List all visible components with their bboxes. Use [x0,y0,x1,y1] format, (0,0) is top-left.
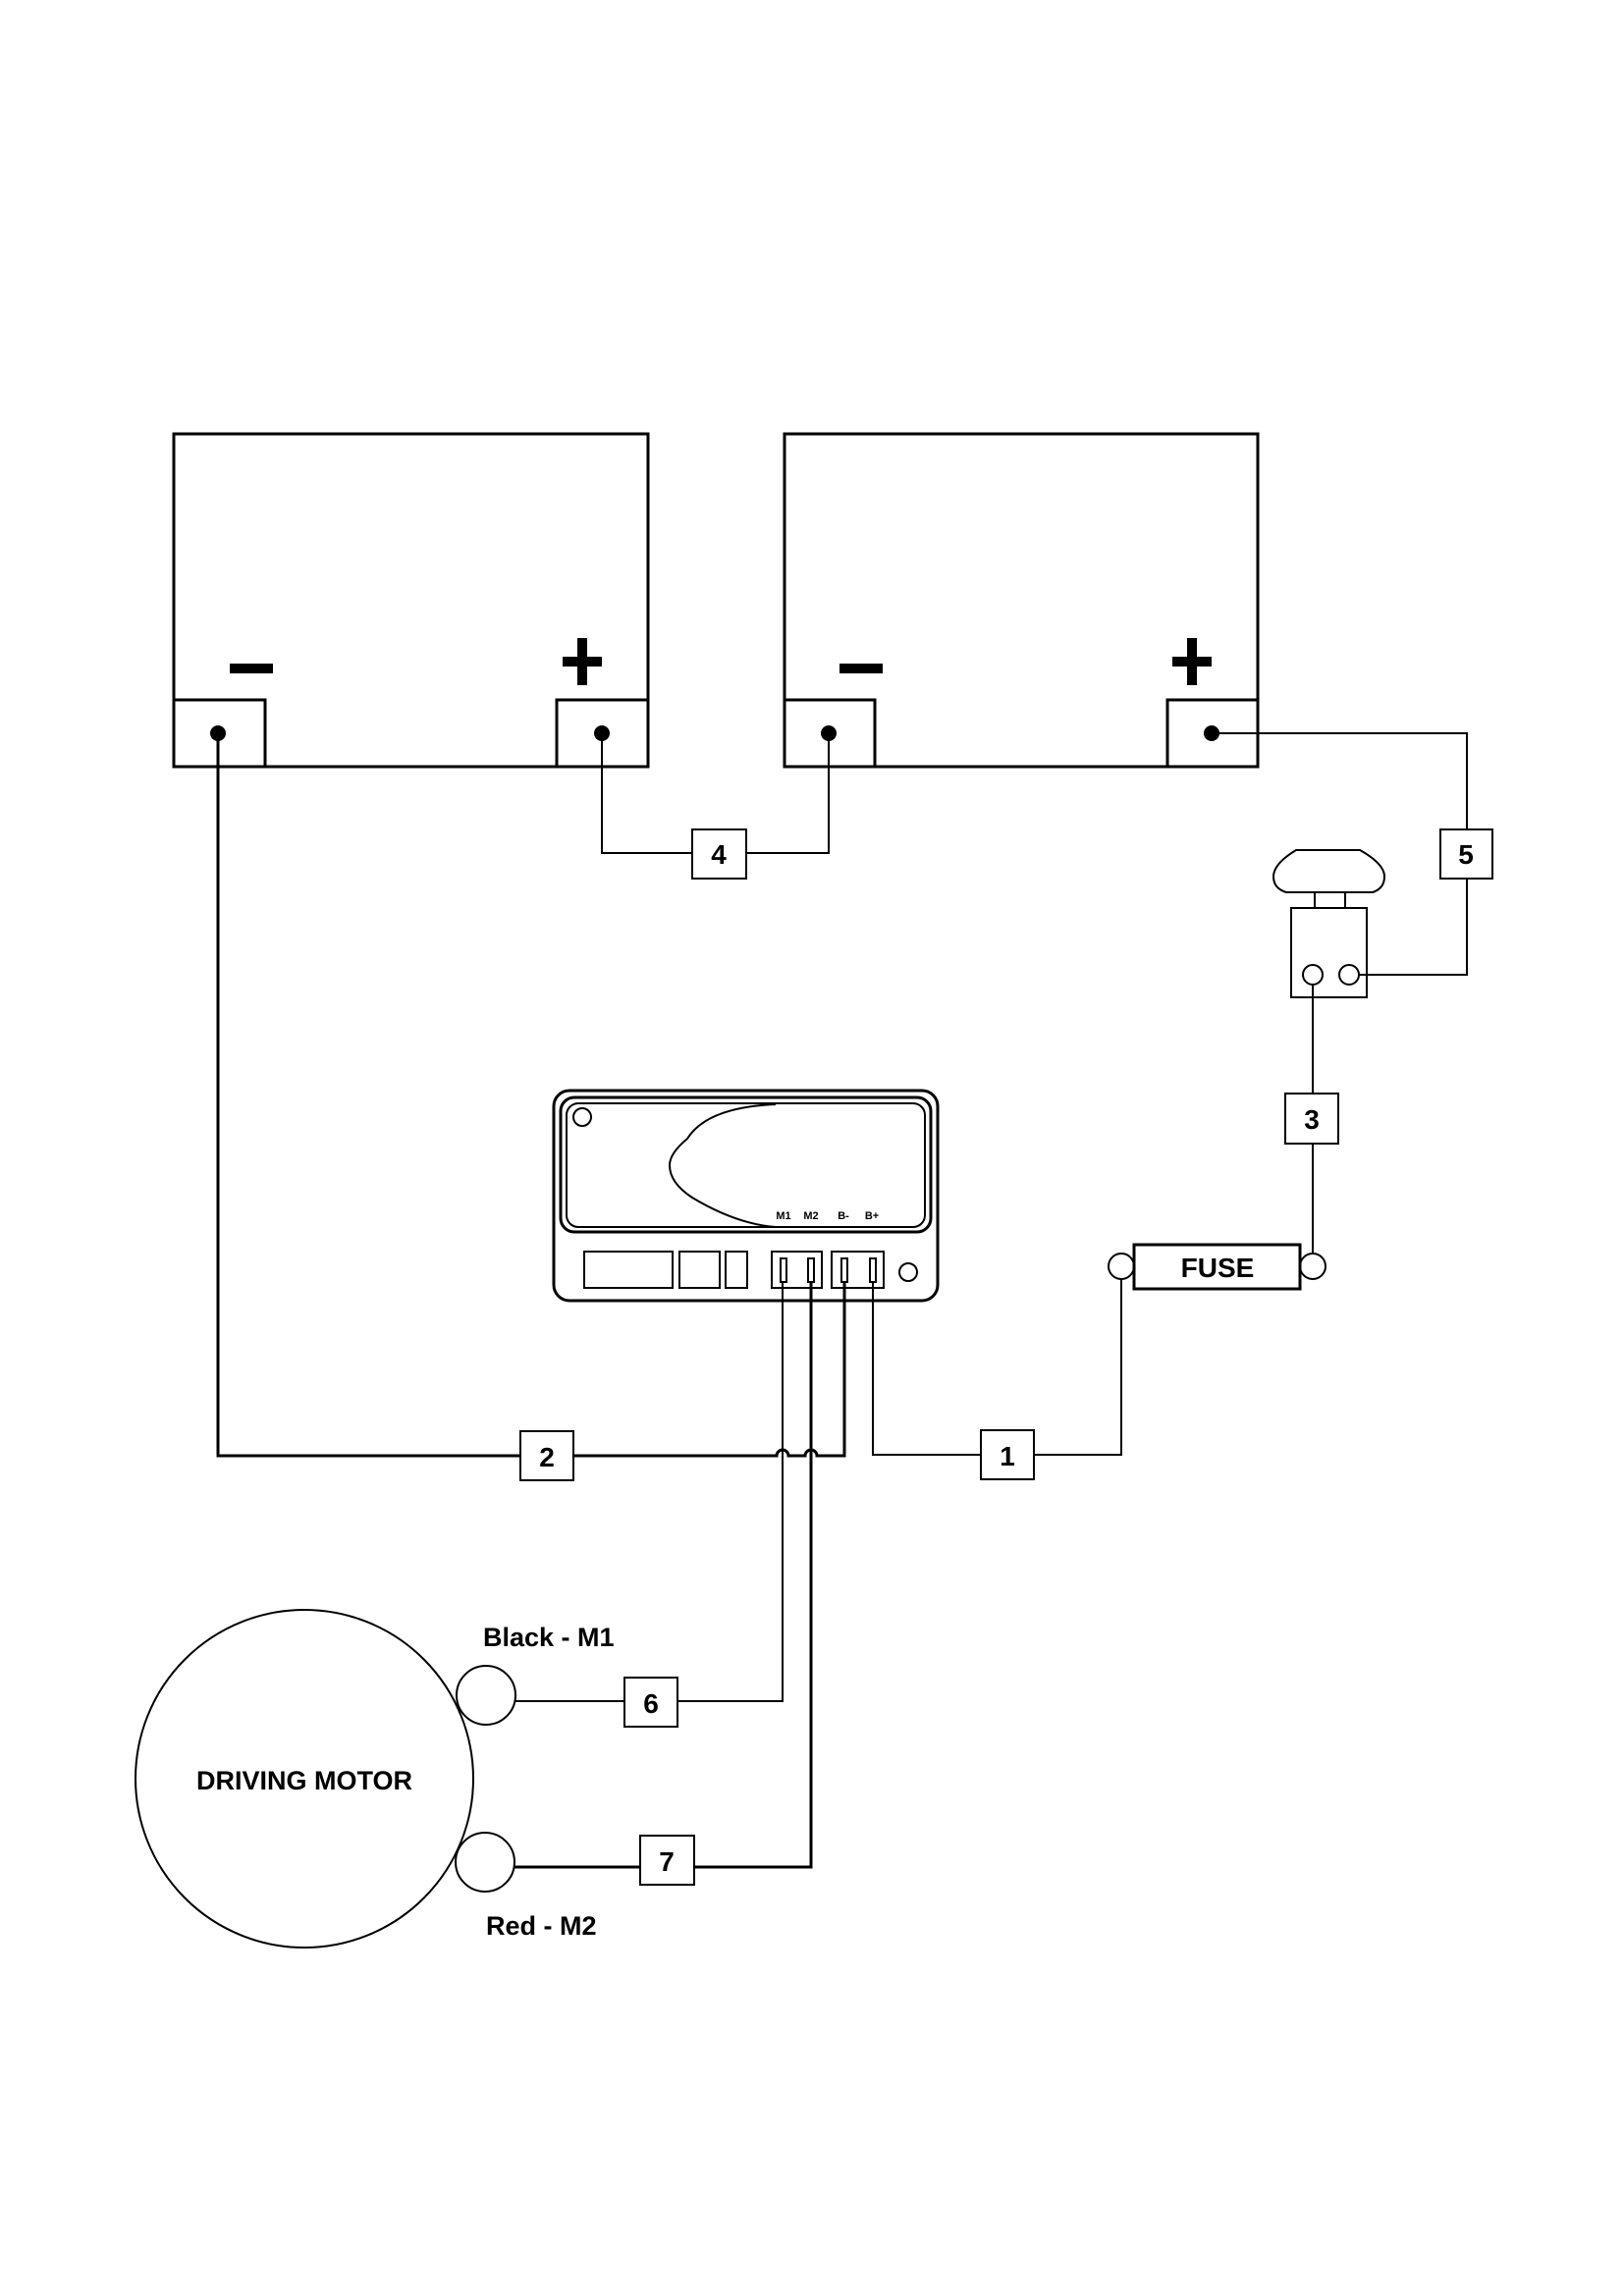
wire-number-6: 6 [643,1688,659,1719]
controller-teardrop [668,1103,777,1228]
wire-label-7 [639,1835,695,1886]
terminal-label-m2: M2 [803,1210,818,1222]
motor-connector [771,1251,823,1289]
controller-port-3 [725,1251,748,1289]
controller-body [552,1089,940,1303]
fuse: FUSE [1108,1243,1326,1291]
controller-port-2 [678,1251,721,1289]
wire-2: 2 [216,733,846,1481]
fuse-terminal-left [1108,1253,1135,1280]
terminal-label-b-minus: B- [838,1210,849,1222]
pin-b-plus [869,1257,877,1283]
wire-7: 7 [514,1282,813,1886]
terminal-label-m1: M1 [776,1210,790,1222]
battery-2 [783,432,1260,769]
wire-4: 4 [601,733,830,880]
wire-number-7: 7 [659,1846,675,1877]
wire-label-1 [980,1429,1035,1480]
battery-2-body [783,432,1260,769]
key-switch [1272,849,1386,998]
wire-6: 6 [515,1282,784,1728]
motor-terminal-black-label: Black - M1 [483,1623,615,1652]
pin-m2 [807,1257,815,1283]
plus-icon [563,638,602,685]
wire-label-6 [623,1677,678,1728]
driving-motor: DRIVING MOTOR Black - M1 Red - M2 [135,1609,615,1949]
wire-5: 5 [1212,732,1493,976]
key-switch-terminal-1 [1302,964,1324,986]
mounting-hole-icon [898,1262,918,1282]
wire-label-2 [519,1430,574,1481]
motor-label: DRIVING MOTOR [196,1766,412,1795]
minus-icon [230,664,273,673]
wire-number-5: 5 [1458,839,1474,870]
wire-1: 1 [872,1279,1122,1480]
motor-terminal-red-label: Red - M2 [486,1911,597,1941]
key-switch-body [1290,907,1368,998]
battery-1-body [172,432,650,769]
terminal-label-b-plus: B+ [865,1210,879,1222]
mounting-hole-icon [572,1107,592,1127]
battery-1 [172,432,650,769]
fuse-label: FUSE [1181,1253,1255,1283]
wire-label-5 [1439,828,1493,880]
wire-label-3 [1284,1093,1339,1145]
controller-panel [559,1095,933,1234]
motor-body [135,1609,474,1949]
key-switch-terminal-2 [1338,964,1360,986]
fuse-terminal-right [1299,1253,1326,1280]
minus-icon [839,664,883,673]
wire-number-2: 2 [539,1442,555,1472]
wire-number-1: 1 [1000,1441,1015,1471]
plus-icon [1172,638,1212,685]
wire-number-3: 3 [1304,1104,1320,1135]
wire-label-4 [691,828,747,880]
pin-b-minus [840,1257,848,1283]
battery-connector [831,1251,885,1289]
controller-port-1 [583,1251,674,1289]
motor-terminal-red [455,1832,515,1893]
key-switch-knob-icon [1272,849,1386,893]
wire-number-4: 4 [711,839,727,870]
wire-3: 3 [1284,985,1339,1254]
motor-terminal-black [456,1665,516,1726]
pin-m1 [780,1257,787,1283]
controller: M1 M2 B- B+ [552,1089,940,1303]
